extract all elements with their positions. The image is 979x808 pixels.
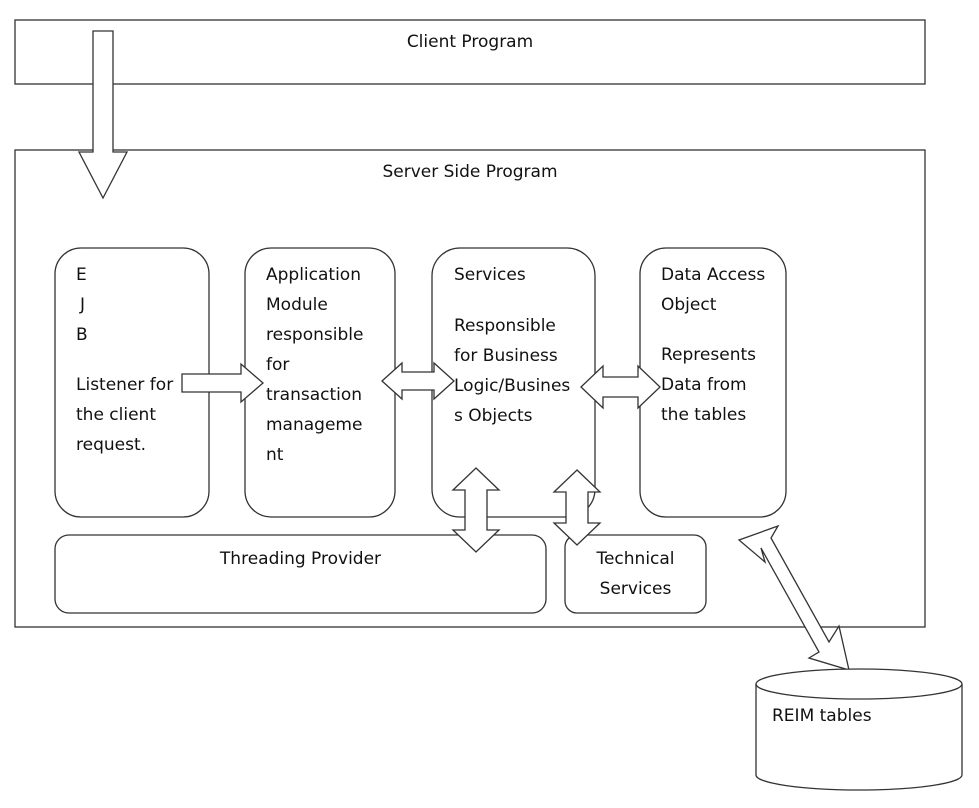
services-description: Responsible for Business Logic/Busines s… (454, 311, 570, 431)
technical-services-box (564, 534, 707, 614)
app-module-line: for (266, 355, 290, 375)
dao-title: Data Access Object (661, 260, 765, 320)
services-desc-line: s Objects (454, 406, 533, 426)
services-desc-line: for Business (454, 346, 558, 366)
dao-title-line: Data Access (661, 265, 766, 285)
ejb-text: E J B (76, 260, 88, 350)
services-technical-double-arrow (552, 469, 602, 546)
reim-tables-label: REIM tables (772, 706, 872, 726)
services-threading-double-arrow (451, 467, 501, 553)
ejb-desc-line: the client (76, 405, 156, 425)
services-title-line: Services (454, 265, 526, 285)
client-program-label: Client Program (406, 32, 534, 52)
reim-tables-cylinder-rim (755, 683, 963, 700)
ejb-letter-b: B (76, 325, 88, 345)
technical-services-line: Services (599, 579, 672, 599)
technical-services-text: Technical Services (565, 544, 706, 604)
ejb-description: Listener for the client request. (76, 370, 173, 460)
app-module-line: Module (266, 295, 328, 315)
client-to-server-arrow (77, 30, 129, 200)
technical-services-line: Technical (596, 549, 675, 569)
app-module-line: Application (266, 265, 361, 285)
app-module-line: responsible (266, 325, 364, 345)
app-module-line: manageme (266, 415, 363, 435)
app-module-services-double-arrow (381, 361, 455, 401)
reim-tables-cylinder (755, 668, 963, 791)
ejb-desc-line: request. (76, 435, 147, 455)
threading-provider-label: Threading Provider (219, 549, 382, 569)
ejb-desc-line: Listener for (76, 375, 174, 395)
ejb-letter-e: E (76, 265, 87, 285)
dao-title-line: Object (661, 295, 717, 315)
services-desc-line: Logic/Busines (454, 376, 571, 396)
app-module-line: transaction (266, 385, 363, 405)
services-desc-line: Responsible (454, 316, 556, 336)
app-module-line: nt (266, 445, 284, 465)
services-dao-double-arrow (580, 364, 661, 410)
ejb-to-app-module-arrow (181, 362, 264, 404)
client-program-box (14, 19, 926, 85)
server-side-program-label: Server Side Program (382, 162, 558, 182)
threading-provider-box (54, 534, 547, 614)
dao-desc-line: Represents (661, 345, 756, 365)
application-module-text: Application Module responsible for trans… (266, 260, 363, 470)
ejb-letter-j: J (80, 295, 86, 315)
dao-desc-line: the tables (661, 405, 747, 425)
services-title: Services (454, 260, 526, 290)
dao-desc-line: Data from (661, 375, 747, 395)
dao-description: Represents Data from the tables (661, 340, 756, 430)
